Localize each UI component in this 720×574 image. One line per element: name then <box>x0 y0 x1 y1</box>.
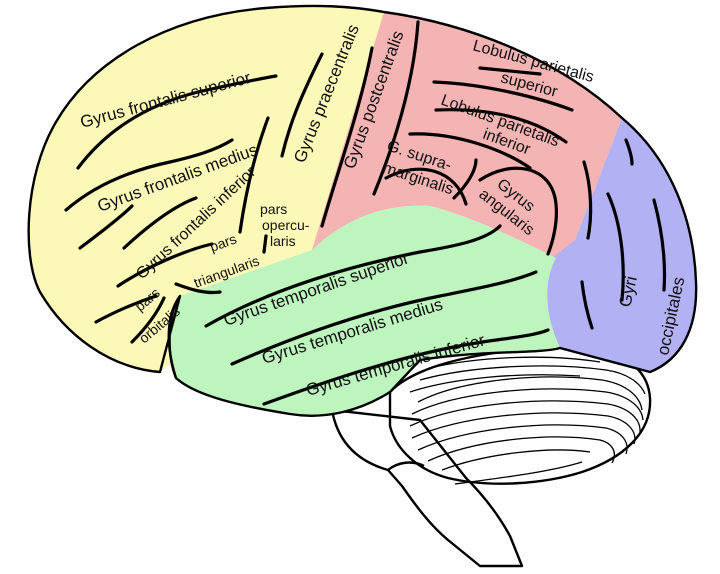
parietal-lobe <box>312 12 622 258</box>
brainstem-fold <box>387 461 425 471</box>
label-pars-opercularis-1: pars <box>260 201 287 217</box>
parietal-sulci <box>372 20 593 256</box>
cerebrum-outline <box>27 4 698 417</box>
cerebellum <box>388 346 652 485</box>
label-pars-opercularis-3: laris <box>270 233 296 249</box>
temporal-sulci <box>204 224 550 406</box>
temporal-lobe <box>169 205 560 416</box>
label-pars-opercularis-2: opercu- <box>262 217 310 233</box>
frontal-sulci <box>64 46 374 344</box>
occipital-sulci <box>580 138 667 330</box>
brainstem <box>330 408 524 568</box>
frontal-lobe <box>28 5 384 372</box>
